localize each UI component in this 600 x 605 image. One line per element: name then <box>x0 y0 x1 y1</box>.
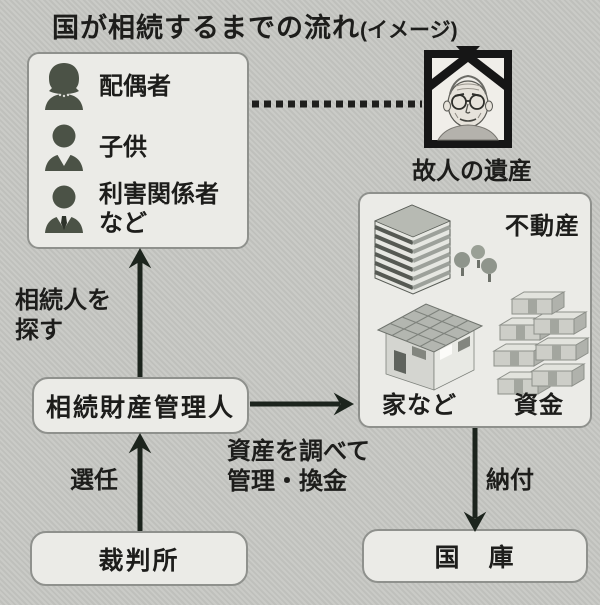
administrator-box: 相続財産管理人 <box>32 377 249 434</box>
appointment-label: 選任 <box>70 467 118 494</box>
house-illustration <box>376 303 484 391</box>
search-heirs-label: 相続人を 探す <box>15 287 111 344</box>
heirs-box: 配偶者 子供 利害関係者など <box>27 52 249 249</box>
deceased-portrait <box>424 46 512 148</box>
heir-row-child: 子供 <box>43 123 241 171</box>
heir-row-spouse: 配偶者 <box>43 62 241 110</box>
office-building-illustration <box>373 204 452 295</box>
deceased-caption: 故人の遺産 <box>412 158 532 185</box>
arrow-assets-to-treasury <box>463 428 487 533</box>
court-box: 裁判所 <box>30 531 248 586</box>
house-label: 家など <box>382 392 457 419</box>
payment-label: 納付 <box>486 467 534 494</box>
title-suffix: (イメージ) <box>360 19 458 42</box>
investigate-label: 資産を調べて 管理・換金 <box>227 438 371 495</box>
page-title: 国が相続するまでの流れ(イメージ) <box>52 6 458 45</box>
title-main: 国が相続するまでの流れ <box>52 13 360 43</box>
arrow-admin-to-heirs <box>128 247 152 377</box>
child-icon <box>45 124 83 171</box>
court-label: 裁判所 <box>98 546 180 575</box>
treasury-label: 国 庫 <box>434 544 516 572</box>
treasury-box: 国 庫 <box>362 529 588 583</box>
money-stacks-illustration <box>492 291 590 395</box>
heir-row-stakeholder: 利害関係者など <box>43 180 241 238</box>
heir-label-child: 子供 <box>99 133 147 161</box>
real-estate-label: 不動産 <box>505 213 580 240</box>
man-icon <box>45 185 83 233</box>
arrow-admin-to-assets <box>250 392 355 416</box>
assets-box: 不動産 家など 資金 <box>358 192 592 428</box>
funds-label: 資金 <box>514 392 564 419</box>
trees-illustration <box>454 245 497 282</box>
heir-label-stakeholder: 利害関係者など <box>99 181 219 237</box>
administrator-label: 相続財産管理人 <box>45 393 235 422</box>
woman-icon <box>45 63 83 110</box>
heir-label-spouse: 配偶者 <box>99 72 171 100</box>
elderly-man-face <box>437 74 499 141</box>
arrow-court-to-admin <box>128 432 152 531</box>
